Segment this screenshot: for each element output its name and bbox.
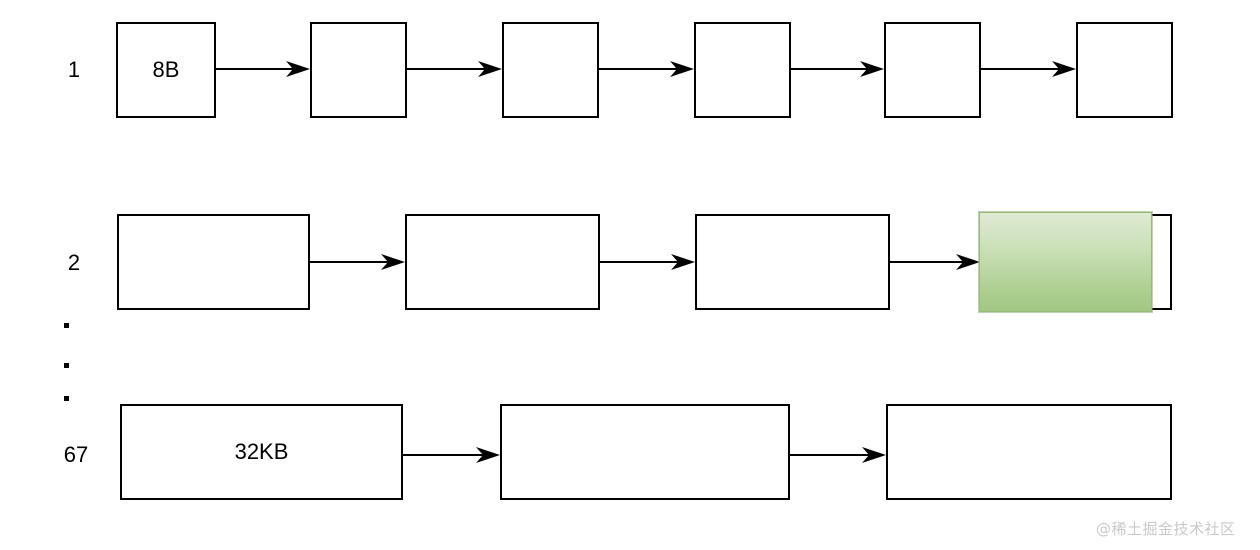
row1-node-2[interactable]: [310, 22, 407, 118]
row2-node-2[interactable]: [405, 214, 600, 310]
row1-arrow-icon-2: [478, 57, 504, 81]
row2-node-3[interactable]: [695, 214, 890, 310]
row1-node-3[interactable]: [502, 22, 599, 118]
row-label-67: 67: [63, 442, 89, 467]
row3-node-1-label: 32KB: [234, 439, 289, 464]
row2-connector-3: [890, 261, 964, 263]
row1-connector-4: [791, 68, 868, 70]
row3-node-3[interactable]: [886, 404, 1172, 500]
ellipsis-dot-2: [64, 363, 69, 368]
row2-connector-2: [600, 261, 679, 263]
row-label-2: 2: [67, 250, 81, 275]
row1-node-1[interactable]: 8B: [116, 22, 216, 118]
row2-arrow-icon-1: [381, 250, 407, 274]
row1-node-4[interactable]: [694, 22, 791, 118]
row2-node-1[interactable]: [117, 214, 310, 310]
row1-connector-1: [216, 68, 294, 70]
row1-node-6[interactable]: [1076, 22, 1173, 118]
watermark: @稀土掘金技术社区: [1096, 520, 1236, 538]
row3-connector-1: [403, 454, 484, 456]
row3-node-2[interactable]: [500, 404, 790, 500]
ellipsis-dot-1: [64, 323, 69, 328]
row3-arrow-icon-1: [476, 443, 502, 467]
row2-node-4-highlight-overlay[interactable]: [979, 212, 1152, 312]
row1-node-5[interactable]: [884, 22, 981, 118]
row1-arrow-icon-5: [1052, 57, 1078, 81]
row-label-1: 1: [67, 57, 81, 82]
row1-arrow-icon-4: [860, 57, 886, 81]
row3-arrow-icon-2: [862, 443, 888, 467]
row2-arrow-icon-2: [671, 250, 697, 274]
row3-node-1[interactable]: 32KB: [120, 404, 403, 500]
row2-connector-1: [310, 261, 389, 263]
row3-connector-2: [790, 454, 870, 456]
row1-connector-2: [407, 68, 486, 70]
row1-connector-5: [981, 68, 1060, 70]
row1-arrow-icon-3: [670, 57, 696, 81]
row2-arrow-icon-3: [956, 250, 982, 274]
ellipsis-dot-3: [64, 396, 69, 401]
row1-node-1-label: 8B: [152, 57, 180, 82]
row1-arrow-icon-1: [286, 57, 312, 81]
row1-connector-3: [599, 68, 678, 70]
